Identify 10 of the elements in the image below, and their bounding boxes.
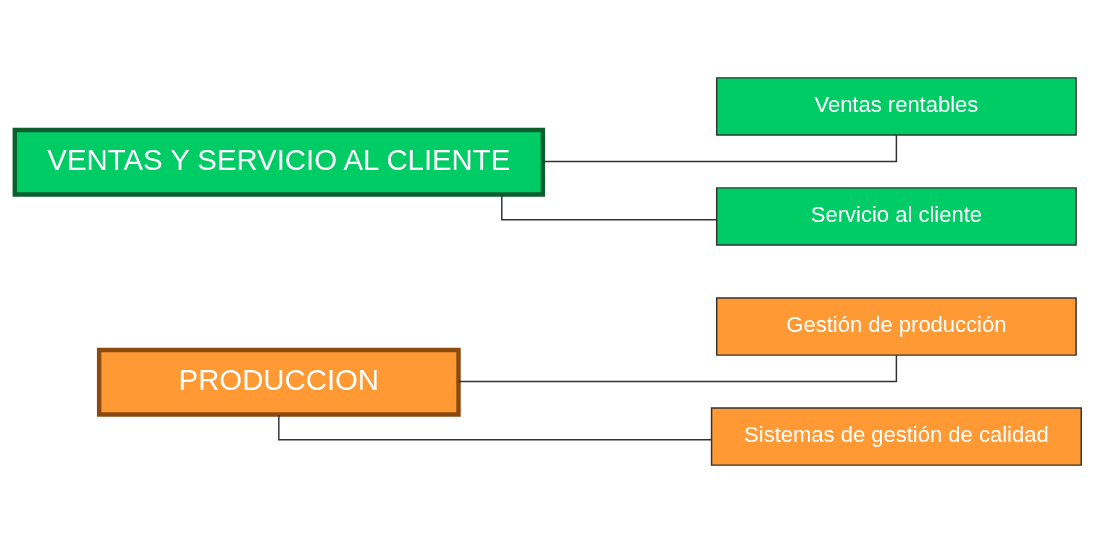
node-box: Servicio al cliente (715, 187, 1077, 246)
node-box: VENTAS Y SERVICIO AL CLIENTE (12, 127, 546, 197)
node-box: Sistemas de gestión de calidad (710, 407, 1082, 466)
connector (542, 134, 898, 163)
connector (278, 414, 713, 441)
node-box: PRODUCCION (96, 347, 461, 417)
connector (457, 354, 898, 383)
node-box: Ventas rentables (715, 77, 1077, 136)
connector (501, 194, 718, 221)
node-box: Gestión de producción (715, 297, 1077, 356)
